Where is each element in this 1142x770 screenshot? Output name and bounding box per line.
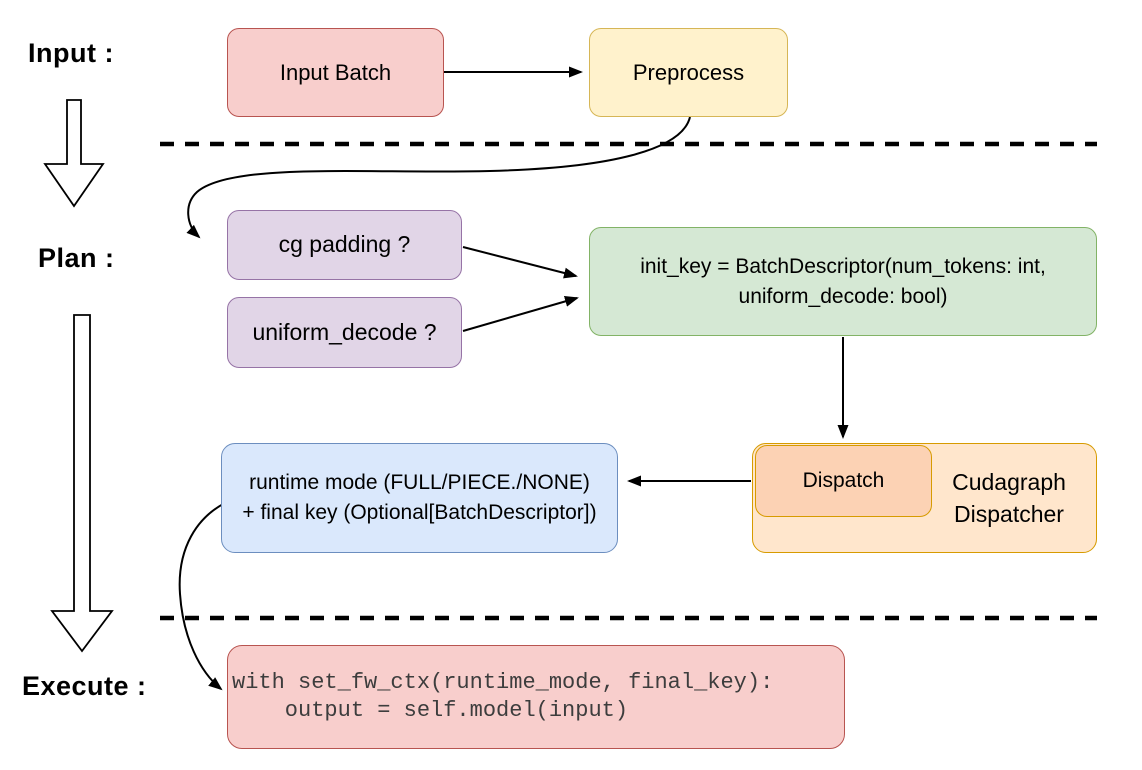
node-cg-padding-label: cg padding ?: [278, 231, 411, 258]
stage-label-execute: Execute :: [22, 671, 147, 701]
node-runtime-mode-line2: + final key (Optional[BatchDescriptor]): [242, 501, 597, 524]
node-input-batch-label: Input Batch: [279, 59, 392, 85]
node-cudagraph-line2: Dispatcher: [954, 501, 1064, 527]
edge-preprocess-cgpadding: [186, 116, 691, 239]
node-cg-padding: cg padding ?: [227, 210, 462, 280]
node-uniform-decode-label: uniform_decode ?: [252, 318, 437, 345]
node-init-key-line2: uniform_decode: bool): [738, 284, 948, 308]
node-dispatch-label: Dispatch: [802, 468, 885, 492]
input-stage-arrow: [43, 99, 105, 208]
node-init-key: init_key = BatchDescriptor(num_tokens: i…: [589, 227, 1097, 336]
stage-label-input: Input :: [28, 38, 114, 68]
edge-cgpadding-initkey: [462, 246, 578, 279]
node-input-batch: Input Batch: [227, 28, 444, 117]
node-preprocess-label: Preprocess: [632, 59, 745, 85]
edge-runtimemode-executecode: [178, 497, 237, 691]
execute-code-line1: with set_fw_ctx(runtime_mode, final_key)…: [232, 670, 774, 695]
stage-label-plan: Plan :: [38, 243, 115, 273]
node-runtime-mode-line1: runtime mode (FULL/PIECE./NONE): [249, 470, 590, 494]
node-init-key-line1: init_key = BatchDescriptor(num_tokens: i…: [640, 254, 1046, 278]
plan-stage-arrow: [50, 314, 114, 653]
node-dispatch: Dispatch: [755, 445, 932, 517]
node-cudagraph-line1: Cudagraph: [952, 468, 1066, 495]
node-execute-code: with set_fw_ctx(runtime_mode, final_key)…: [227, 645, 845, 749]
execute-code-line2: output = self.model(input): [232, 698, 629, 723]
edge-uniformdecode-initkey: [462, 296, 579, 332]
node-uniform-decode: uniform_decode ?: [227, 297, 462, 368]
node-cudagraph-dispatcher-label: Cudagraph Dispatcher: [924, 444, 1094, 552]
node-preprocess: Preprocess: [589, 28, 788, 117]
node-runtime-mode: runtime mode (FULL/PIECE./NONE) + final …: [221, 443, 618, 553]
